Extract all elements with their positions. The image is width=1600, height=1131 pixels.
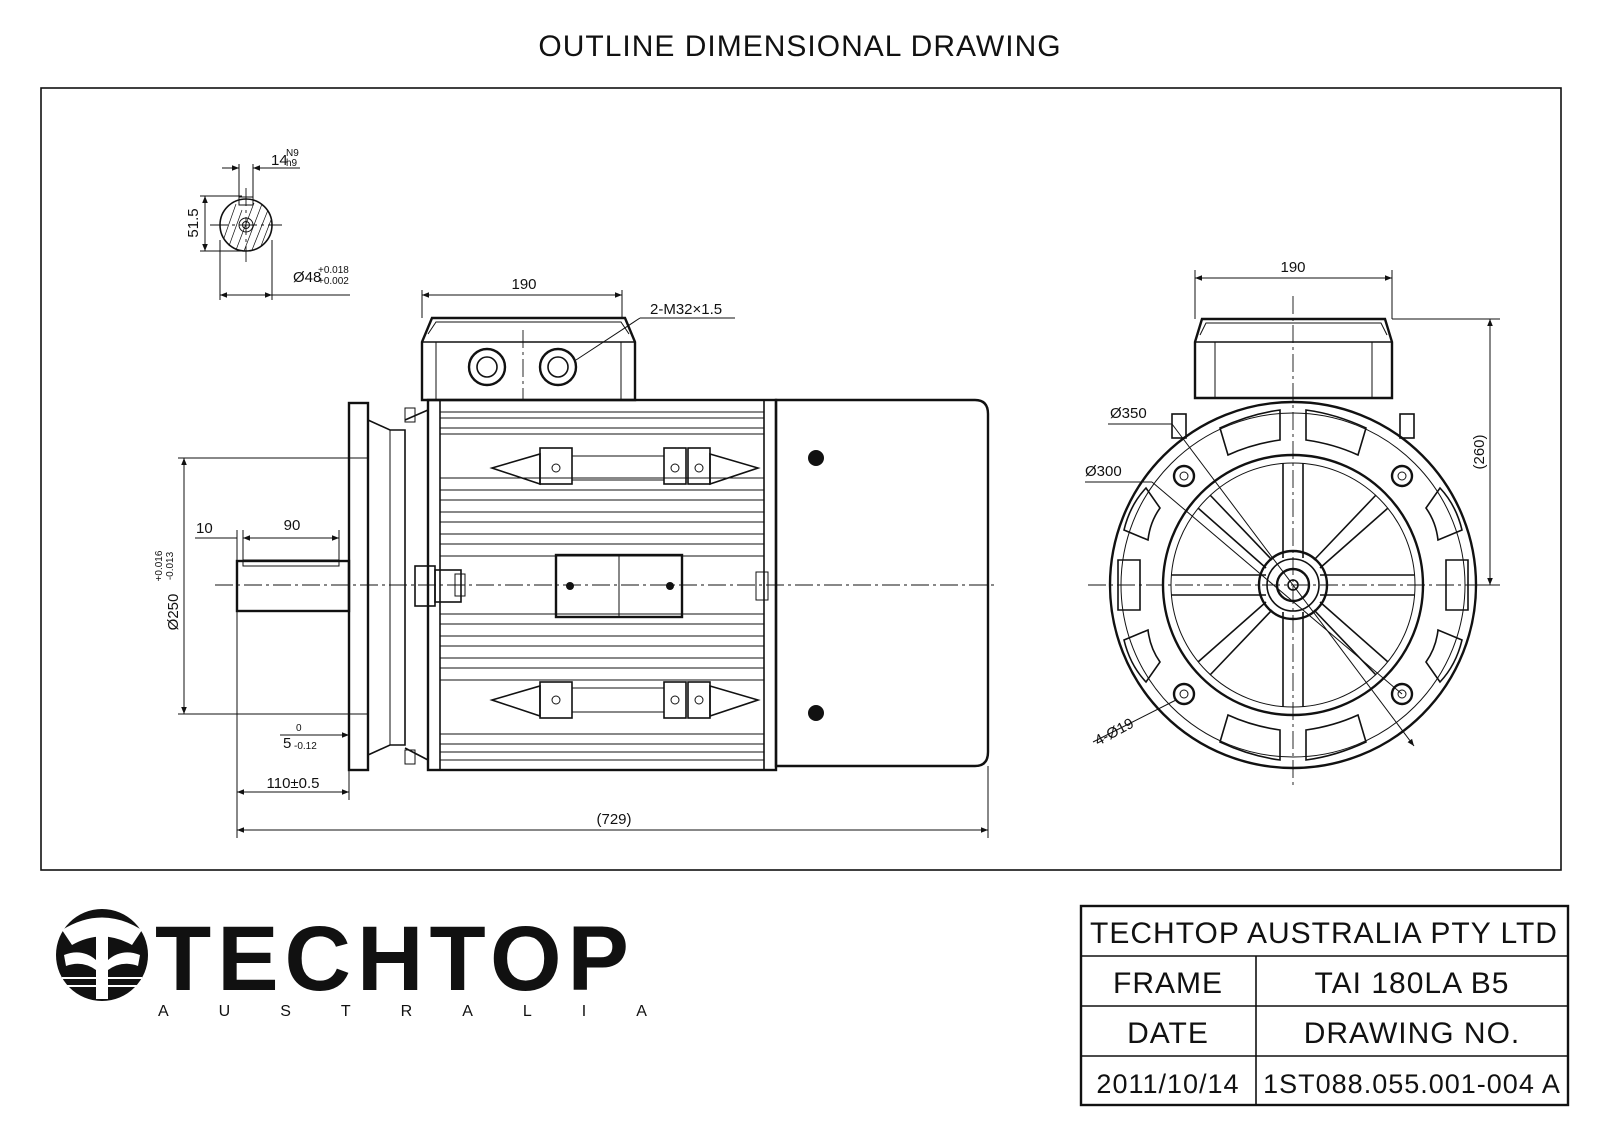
drawing-frame [40, 87, 1562, 871]
dim-cable-gland: 2-M32×1.5 [650, 301, 722, 318]
dim-shaft-dia-tol-lower: +0.002 [318, 276, 349, 287]
title-block-company: TECHTOP AUSTRALIA PTY LTD [1090, 917, 1558, 950]
title-block-frame-value: TAI 180LA B5 [1315, 967, 1510, 1000]
dim-shaft-dia: Ø48 [293, 269, 321, 286]
title-block-drawing-no-label: DRAWING NO. [1304, 1017, 1521, 1050]
shaft-section-detail [200, 164, 350, 300]
title-block-frame-label: FRAME [1113, 967, 1223, 1000]
dim-spigot-depth-tol-upper: 0 [296, 723, 302, 734]
title-block [1079, 904, 1570, 1107]
dim-spigot-tol-upper: +0.016 [154, 550, 165, 581]
dim-terminal-box-width-side: 190 [511, 276, 536, 293]
logo-wordmark: TECHTOP [155, 908, 635, 1010]
dim-spigot-dia: Ø250 [165, 594, 182, 631]
dim-shaft-dia-tol-upper: +0.018 [318, 265, 349, 276]
motor-side-view [178, 290, 995, 838]
title-block-date-value: 2011/10/14 [1096, 1069, 1239, 1099]
dim-spigot-depth-tol-lower: -0.12 [294, 741, 317, 752]
dim-pcd: Ø300 [1085, 463, 1122, 480]
dim-shaft-shoulder: 10 [196, 520, 213, 537]
dim-shaft-length: 110±0.5 [267, 775, 320, 792]
dim-shaft-key-tol-upper: N9 [286, 148, 299, 159]
dim-flange-dia: Ø350 [1110, 405, 1147, 422]
dim-shaft-key-width: 14 [271, 152, 288, 169]
dim-shaft-key-length: 90 [284, 517, 301, 534]
dim-spigot-tol-lower: -0.013 [165, 551, 176, 580]
dim-height: (260) [1471, 434, 1488, 469]
dim-terminal-box-width-front: 190 [1280, 259, 1305, 276]
techtop-logo-mark [56, 909, 148, 1001]
dim-overall-length: (729) [596, 811, 631, 828]
dim-shaft-key-depth: 51.5 [185, 208, 202, 237]
dim-bolt-holes: 4-Ø19 [1092, 715, 1137, 750]
logo-subtitle: AUSTRALIA [158, 1003, 697, 1020]
title-block-date-label: DATE [1127, 1017, 1209, 1050]
dim-spigot-depth: 5 [283, 735, 291, 752]
drawing-title: OUTLINE DIMENSIONAL DRAWING [538, 30, 1061, 63]
dim-shaft-key-tol-lower: h9 [286, 158, 298, 169]
title-block-drawing-no-value: 1ST088.055.001-004 A [1263, 1069, 1561, 1099]
motor-end-view [1085, 270, 1500, 785]
